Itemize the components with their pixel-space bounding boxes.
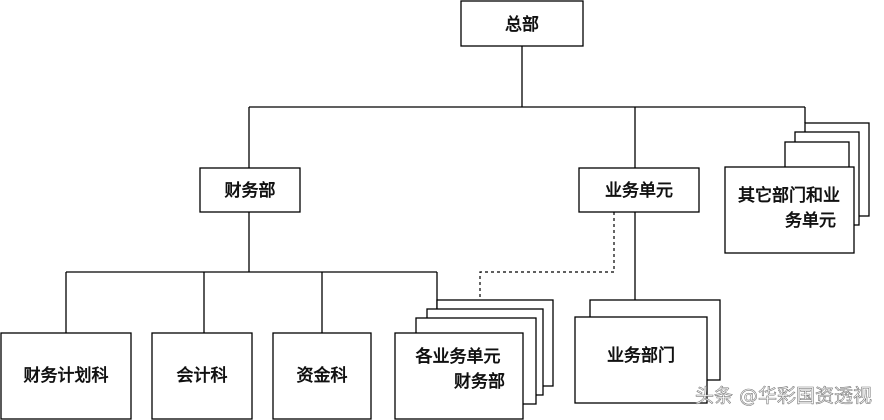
- other-units-label-line1: 其它部门和业: [738, 185, 840, 206]
- watermark: 头条 @华彩国资透视: [695, 385, 873, 408]
- watermark-text: 头条 @华彩国资透视: [695, 385, 872, 407]
- business-dept-box: [574, 316, 708, 404]
- accounting-label: 会计科: [177, 365, 228, 386]
- hq-box: [460, 0, 584, 47]
- finance-dept-box: [199, 167, 301, 213]
- planning-label: 财务计划科: [23, 365, 109, 386]
- node-accounting: 会计科: [151, 332, 253, 420]
- planning-box: [0, 332, 132, 420]
- finance-dept-label: 财务部: [224, 180, 276, 201]
- hq-label: 总部: [505, 14, 539, 35]
- unit-finance-label-line1: 各业务单元: [415, 346, 501, 367]
- node-hq: 总部: [460, 0, 584, 47]
- business-unit-label: 业务单元: [605, 180, 673, 201]
- accounting-box: [151, 332, 253, 420]
- node-planning: 财务计划科: [0, 332, 132, 420]
- node-business-dept: 业务部门: [574, 316, 708, 404]
- node-other-units: 其它部门和业 务单元: [724, 166, 855, 254]
- business-unit-box: [578, 167, 700, 213]
- other-units-box: [724, 166, 855, 254]
- node-finance-dept: 财务部: [199, 167, 301, 213]
- node-unit-finance: 各业务单元 财务部: [394, 332, 524, 420]
- node-business-unit: 业务单元: [578, 167, 700, 213]
- other-units-label-line2: 务单元: [785, 210, 836, 231]
- funds-box: [272, 332, 372, 420]
- funds-label: 资金科: [297, 365, 348, 386]
- business-dept-label: 业务部门: [607, 345, 675, 366]
- unit-finance-box: [394, 332, 524, 420]
- unit-finance-label-line2: 财务部: [453, 371, 505, 392]
- node-funds: 资金科: [272, 332, 372, 420]
